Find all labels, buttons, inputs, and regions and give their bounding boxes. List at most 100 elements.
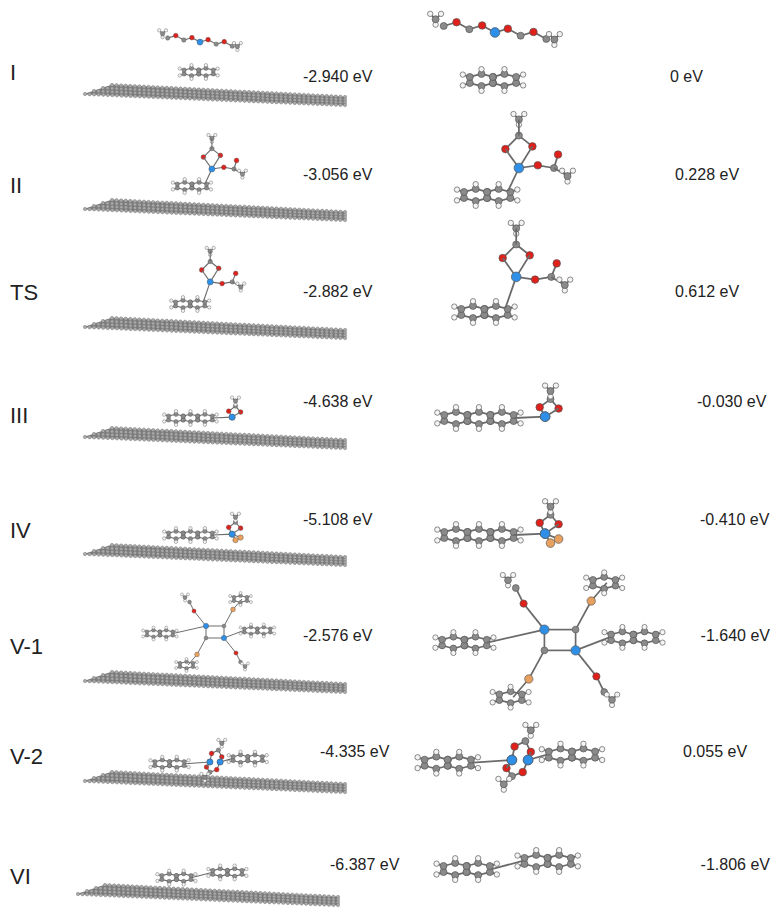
graphene-atom — [124, 199, 127, 202]
graphene-atom — [184, 97, 187, 100]
graphene-atom — [179, 90, 182, 93]
graphene-atom — [293, 561, 296, 564]
graphene-atom — [248, 559, 251, 562]
atom — [428, 11, 433, 16]
atom — [478, 22, 486, 30]
graphene-atom — [115, 544, 118, 547]
graphene-atom — [156, 319, 159, 322]
graphene-atom — [133, 551, 136, 554]
atom — [564, 173, 571, 180]
graphene-atom — [179, 202, 182, 205]
graphene-atom — [206, 431, 209, 434]
graphene-atom — [161, 435, 164, 438]
graphene-atom — [316, 217, 319, 220]
graphene-atom — [193, 434, 196, 437]
graphene-atom — [115, 84, 118, 87]
graphene-atom — [115, 550, 118, 553]
atom — [540, 529, 550, 539]
graphene-atom — [106, 205, 109, 208]
graphene-atom — [179, 205, 182, 208]
graphene-atom — [165, 319, 168, 322]
graphene-atom — [334, 446, 337, 449]
graphene-atom — [138, 428, 141, 431]
graphene-atom — [165, 549, 168, 552]
graphene-atom — [188, 330, 191, 333]
graphene-atom — [179, 320, 182, 323]
graphene-atom — [216, 98, 219, 101]
atom — [481, 305, 488, 312]
graphene-atom — [151, 85, 154, 88]
graphene-atom — [206, 331, 209, 334]
molecule — [158, 29, 243, 81]
atom — [163, 420, 166, 423]
graphene-atom — [124, 209, 127, 212]
graphene-atom — [124, 430, 127, 433]
atom — [171, 188, 174, 191]
graphene-atom — [211, 675, 214, 678]
graphene-atom — [170, 553, 173, 556]
graphene-atom — [97, 550, 100, 553]
graphene-atom — [325, 563, 328, 566]
graphene-atom — [289, 334, 292, 337]
graphene-atom — [211, 435, 214, 438]
graphene-atom — [188, 677, 191, 680]
graphene-atom — [202, 434, 205, 437]
atom — [208, 299, 211, 302]
graphene-atom — [97, 208, 100, 211]
atom — [189, 527, 192, 530]
atom — [190, 35, 195, 40]
atom — [229, 531, 235, 537]
graphene-atom — [161, 96, 164, 99]
atom — [470, 320, 475, 325]
atom — [435, 410, 440, 415]
graphene-atom — [183, 87, 186, 90]
graphene-atom — [129, 671, 132, 674]
graphene-atom — [138, 321, 141, 324]
graphene-atom — [110, 543, 113, 546]
graphene-atom — [133, 671, 136, 674]
graphene-atom — [83, 207, 86, 210]
graphene-atom — [334, 103, 337, 106]
graphene-atom — [133, 548, 136, 551]
graphene-atom — [188, 681, 191, 684]
graphene-atom — [206, 678, 209, 681]
graphene-atom — [161, 211, 164, 214]
graphene-atom — [293, 101, 296, 104]
atom — [181, 531, 185, 535]
graphene-atom — [257, 100, 260, 103]
graphene-atom — [161, 86, 164, 89]
graphene-atom — [206, 91, 209, 94]
graphene-atom — [193, 209, 196, 212]
graphene-atom — [165, 429, 168, 432]
graphene-atom — [179, 211, 182, 214]
atom — [212, 246, 215, 249]
graphene-atom — [129, 327, 132, 330]
atom — [189, 540, 192, 543]
atom — [196, 296, 199, 299]
graphene-atom — [124, 674, 127, 677]
atom — [476, 543, 481, 548]
graphene-sheet — [83, 198, 346, 222]
graphene-atom — [275, 443, 278, 446]
graphene-atom — [147, 545, 150, 548]
graphene-atom — [133, 88, 136, 91]
graphene-atom — [147, 95, 150, 98]
atom — [233, 537, 238, 542]
graphene-atom — [142, 675, 145, 678]
graphene-atom — [143, 679, 146, 682]
atom — [453, 405, 458, 410]
graphene-atom — [252, 100, 255, 103]
atom — [542, 383, 547, 388]
graphene-atom — [197, 437, 200, 440]
graphene-atom — [147, 200, 150, 203]
atom — [160, 32, 164, 36]
graphene-atom — [183, 547, 186, 550]
atom — [203, 527, 206, 530]
atom — [189, 410, 192, 413]
graphene-atom — [234, 442, 237, 445]
graphene-atom — [284, 216, 287, 219]
graphene-atom — [115, 323, 118, 326]
graphene-atom — [170, 211, 173, 214]
graphene-atom — [229, 559, 232, 562]
graphene-atom — [147, 85, 150, 88]
